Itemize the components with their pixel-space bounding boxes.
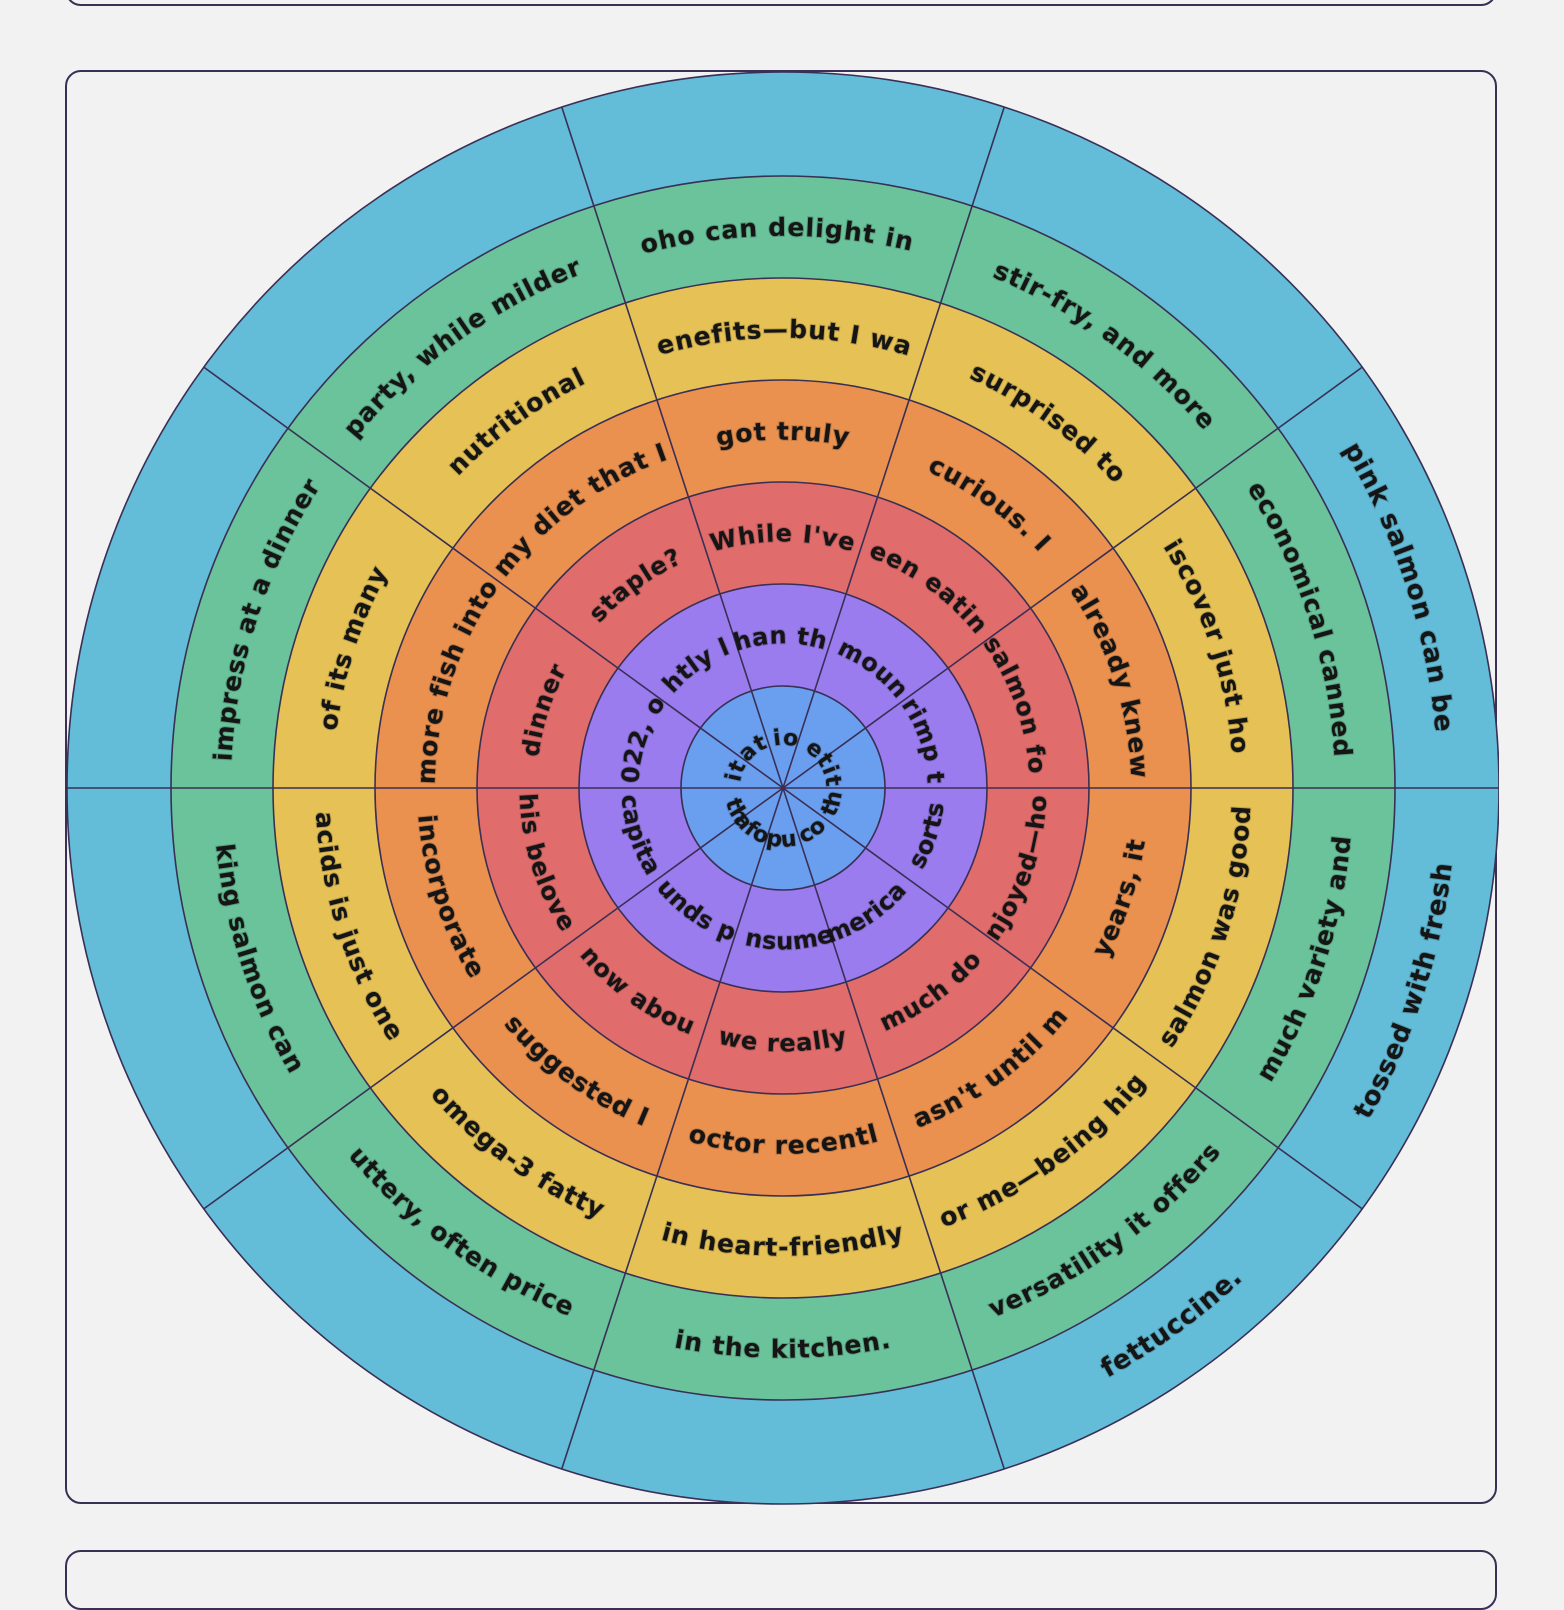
ring-5-divider [369,1027,454,1089]
ring-3-divider [845,981,879,1080]
ring-1-divider [782,787,816,886]
bottom-card [65,1550,1497,1610]
ring-4-divider [876,1078,910,1177]
text-wheel-card: NationalFisheriesInstitute, thesecondpop… [65,70,1499,1505]
ring-2-divider [719,593,753,692]
ring-6-divider [1195,1087,1279,1149]
ring-5-divider [1112,487,1197,549]
ring-2-divider [813,884,847,983]
ring-6-divider [287,1087,371,1149]
ring-1-divider [782,787,866,849]
ring-3-divider [947,907,1032,969]
ring-4-divider [656,399,690,498]
ring-4-divider [656,1078,690,1177]
ring-2-divider [617,667,701,729]
ring-7-divider [971,106,1006,207]
ring-1-divider [700,787,784,849]
ring-7-divider [1277,1147,1363,1210]
ring-4-divider [1030,547,1114,609]
ring-5-divider [369,487,454,549]
ring-7-divider [560,106,595,207]
ring-5-divider [624,1175,658,1274]
ring-5-divider [908,302,942,401]
ring-7-divider [203,366,289,429]
ring-5-divider [908,1175,942,1274]
ring-4-divider [876,399,910,498]
ring-1-divider [782,690,816,789]
ring-6-divider [593,205,627,304]
ring-4-divider [452,547,536,609]
ring-1-divider [782,727,866,789]
top-card [65,0,1497,6]
ring-3-divider [947,607,1032,669]
ring-7-divider [560,1369,595,1470]
ring-3-divider [845,496,879,595]
ring-3-divider [534,907,619,969]
ring-5-divider [1112,1027,1197,1089]
wheel-rings [67,72,1499,1505]
ring-3-divider [687,496,721,595]
ring-4-segment-text: got truly [714,417,853,452]
text-wheel: NationalFisheriesInstitute, thesecondpop… [67,72,1499,1505]
ring-2-divider [719,884,753,983]
ring-1-divider [750,787,784,886]
ring-2-divider [865,667,949,729]
ring-6-divider [939,1272,973,1371]
ring-6-divider [593,1272,627,1371]
ring-5-divider [624,302,658,401]
ring-3-divider [534,607,619,669]
ring-1-divider [750,690,784,789]
ring-7-divider [971,1369,1006,1470]
ring-2-divider [617,847,701,909]
ring-4-divider [452,967,536,1029]
ring-2-divider [813,593,847,692]
ring-6-divider [287,427,371,489]
ring-7-divider [203,1147,289,1210]
ring-3-divider [687,981,721,1080]
ring-4-divider [1030,967,1114,1029]
ring-2-divider [865,847,949,909]
ring-7-divider [1277,366,1363,429]
ring-6-divider [1195,427,1279,489]
ring-1-divider [700,727,784,789]
ring-6-divider [939,205,973,304]
